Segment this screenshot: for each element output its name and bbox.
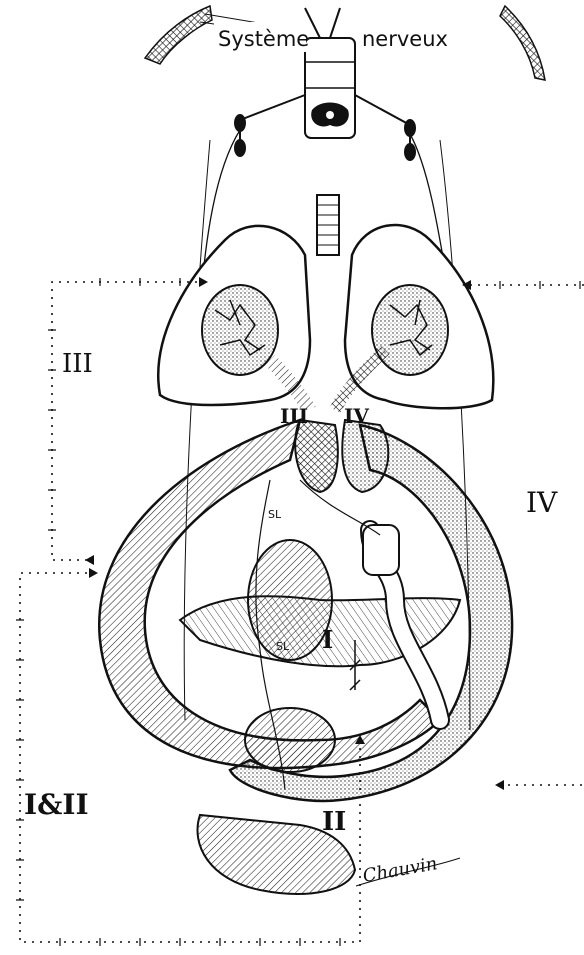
- label-heart-left: III: [280, 404, 308, 428]
- label-circuit-iv: IV: [526, 486, 558, 519]
- brain-texture-left: [145, 6, 212, 64]
- spleen: [245, 708, 335, 772]
- label-sl-lower: SL: [276, 640, 290, 653]
- arrow-i-ii-in: [89, 568, 98, 578]
- brain-texture-right: [500, 6, 545, 80]
- lungs: [158, 195, 493, 410]
- label-circuit-iii: III: [62, 349, 93, 379]
- label-circuit-i-ii: I&II: [24, 788, 89, 821]
- label-heart-right: IV: [344, 404, 369, 428]
- label-lower-ii: II: [322, 807, 346, 837]
- stomach: [248, 540, 332, 660]
- header-left-word: Système: [218, 27, 309, 51]
- label-sl-upper: SL: [268, 508, 282, 521]
- arrow-iii-out: [85, 555, 94, 565]
- systemic-circulation: [99, 420, 512, 894]
- header-right-word: nerveux: [362, 27, 448, 51]
- artist-signature: Chauvin: [361, 853, 439, 887]
- arrow-iv-out: [495, 780, 504, 790]
- label-center-i: I: [322, 625, 333, 654]
